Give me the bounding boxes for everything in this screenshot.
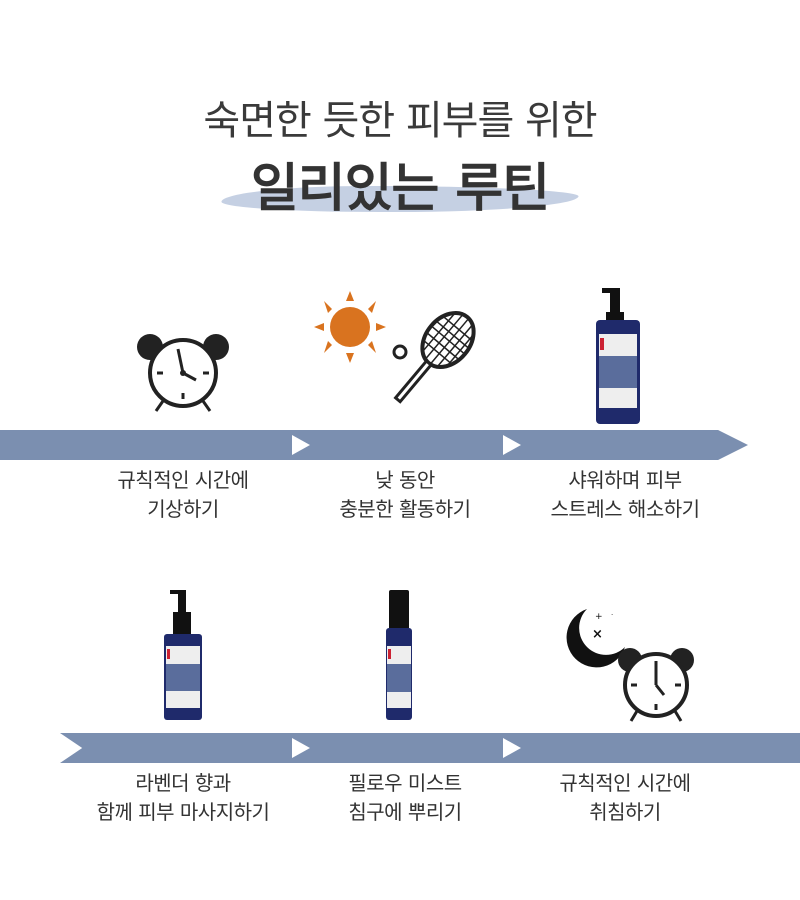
svg-text:+: +	[595, 612, 603, 622]
step-label-line: 기상하기	[147, 497, 219, 521]
step-label-sleep: 규칙적인 시간에 취침하기	[505, 769, 745, 827]
timeline-bar-top	[0, 430, 748, 460]
step-label-line: 라벤더 향과	[135, 771, 231, 795]
step-label-line: 필로우 미스트	[348, 771, 462, 795]
step-label-line: 샤워하며 피부	[568, 468, 682, 492]
step-label-mist: 필로우 미스트 침구에 뿌리기	[285, 769, 525, 827]
step-arrow-icon	[503, 435, 521, 455]
step-label-line: 규칙적인 시간에	[117, 468, 249, 492]
step-label-wake: 규칙적인 시간에 기상하기	[63, 466, 303, 524]
page-subtitle: 숙면한 듯한 피부를 위한	[203, 98, 597, 144]
body-oil-bottle	[164, 590, 202, 720]
step-label-line: 취침하기	[589, 800, 661, 824]
page-title: 일리있는 루틴	[250, 159, 550, 219]
alarm-clock-icon	[137, 334, 229, 412]
svg-text:·: ·	[611, 611, 613, 619]
step-label-line: 스트레스 해소하기	[550, 497, 700, 521]
svg-text:×: ×	[592, 627, 603, 642]
step-label-shower: 샤워하며 피부 스트레스 해소하기	[505, 466, 745, 524]
step-arrow-icon	[503, 738, 521, 758]
timeline-bar-bottom	[60, 733, 800, 763]
step-arrow-icon	[292, 435, 310, 455]
step-label-massage: 라벤더 향과 함께 피부 마사지하기	[63, 769, 303, 827]
step-label-line: 침구에 뿌리기	[348, 800, 462, 824]
step-arrow-icon	[292, 738, 310, 758]
step-label-line: 함께 피부 마사지하기	[96, 800, 270, 824]
sun-tennis-icon	[314, 291, 476, 404]
moon-alarm-clock-icon: + · ×	[566, 609, 694, 722]
step-label-line: 충분한 활동하기	[339, 497, 471, 521]
pillow-mist-bottle	[386, 590, 412, 720]
step-label-line: 규칙적인 시간에	[559, 771, 691, 795]
step-label-activity: 낮 동안 충분한 활동하기	[285, 466, 525, 524]
body-wash-bottle	[596, 288, 640, 424]
step-label-line: 낮 동안	[375, 468, 435, 492]
